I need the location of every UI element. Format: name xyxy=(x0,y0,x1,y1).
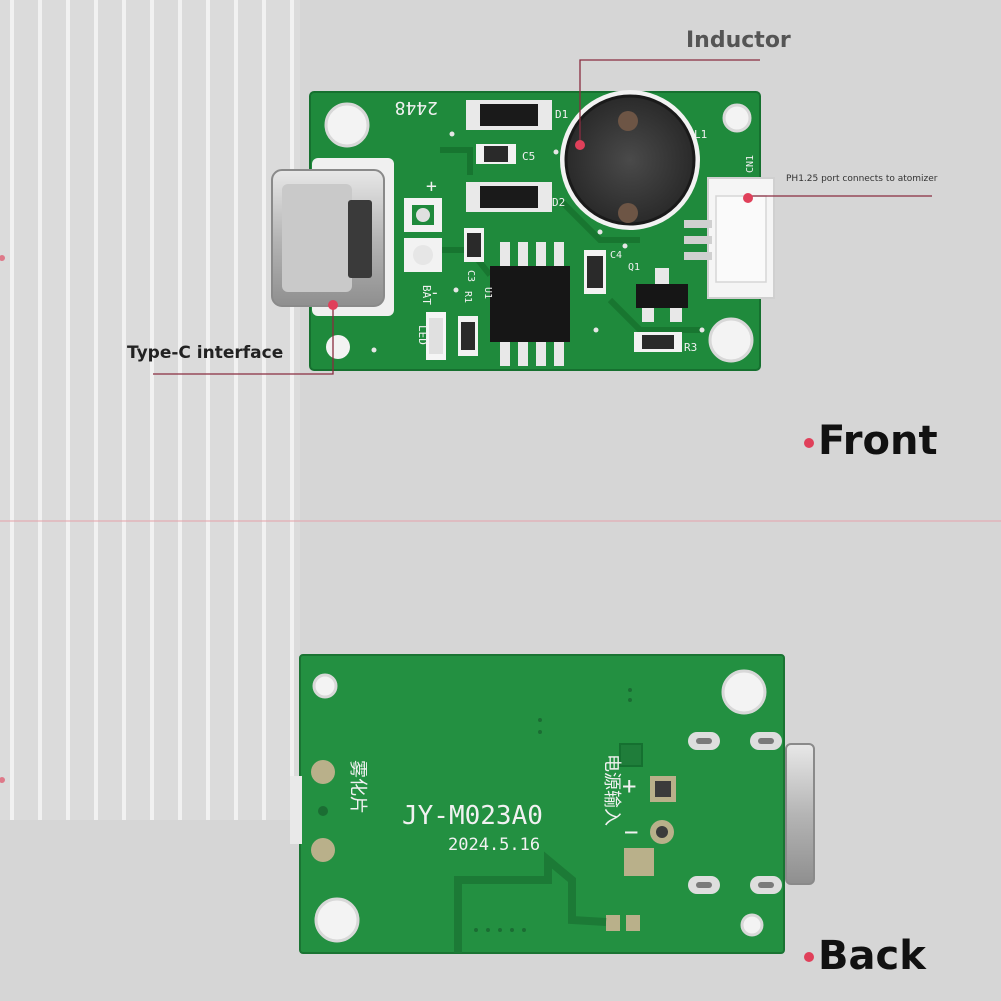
silk-plus: + xyxy=(426,176,437,197)
input-label: 电源输入 xyxy=(601,754,622,826)
silk-minus: - xyxy=(430,283,440,302)
silk-q1: Q1 xyxy=(628,262,640,273)
silk-l1: L1 xyxy=(694,128,707,141)
model-number: JY-M023A0 xyxy=(402,801,543,831)
silk-d2: D2 xyxy=(552,196,565,209)
u1-chip xyxy=(490,242,570,366)
silk-bat: BAT xyxy=(420,285,433,305)
inductor-label: Inductor xyxy=(686,28,791,53)
back-plus: + xyxy=(622,772,636,800)
board-code: 2448 xyxy=(395,97,438,118)
silk-c5: C5 xyxy=(522,150,535,163)
silk-d1: D1 xyxy=(555,108,568,121)
date-code: 2024.5.16 xyxy=(448,835,540,855)
silk-c3: C3 xyxy=(465,270,476,282)
silk-r1: R1 xyxy=(462,291,473,303)
front-board: 2448 D1 C5 D2 L1 CN1 C4 Q1 R3 U1 R1 C3 B… xyxy=(271,90,775,371)
atomizer-label: 雾化片 xyxy=(347,760,368,814)
silk-u1: U1 xyxy=(482,287,493,299)
silk-c4: C4 xyxy=(610,250,622,261)
front-label: Front xyxy=(818,418,938,464)
silk-led: LED xyxy=(416,325,429,345)
back-label: Back xyxy=(818,933,926,979)
silk-cn1: CN1 xyxy=(745,155,756,173)
silk-r3: R3 xyxy=(684,341,697,354)
back-minus: − xyxy=(624,818,638,846)
callout-lines xyxy=(153,59,932,375)
callout-dots xyxy=(328,140,814,962)
back-board: JY-M023A0 2024.5.16 + − 电源输入 雾化片 xyxy=(290,654,815,954)
background-stripes xyxy=(0,0,1001,820)
typec-label: Type-C interface xyxy=(127,343,284,363)
ph125-label: PH1.25 port connects to atomizer xyxy=(786,174,938,184)
